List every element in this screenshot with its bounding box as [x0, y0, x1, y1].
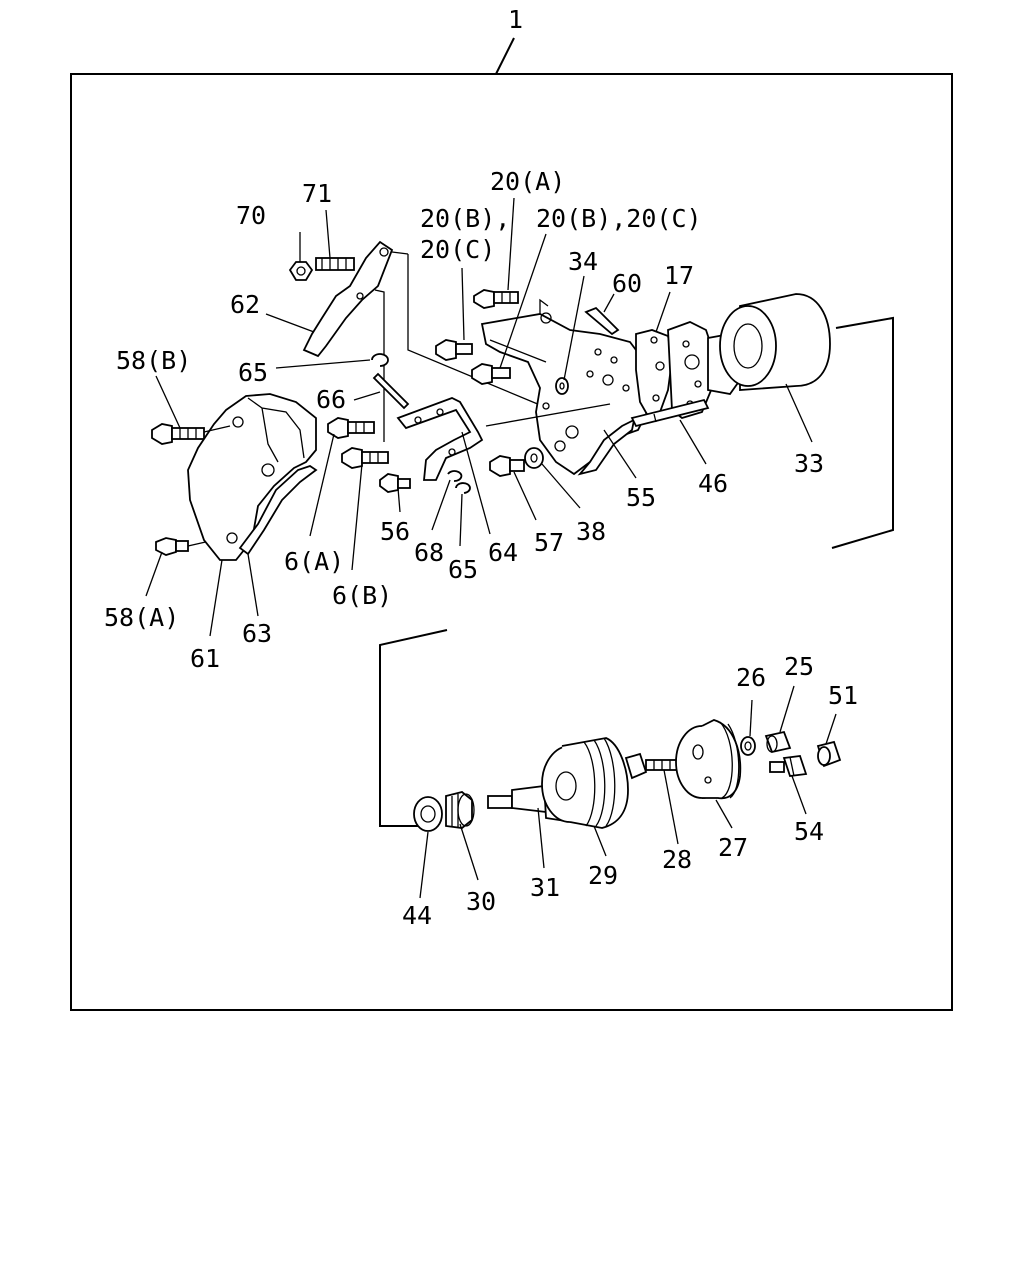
label-44: 44	[402, 901, 432, 930]
guide-lever-to-body	[407, 254, 541, 406]
part-30-spring	[445, 791, 475, 829]
part-63-gasket	[238, 465, 318, 556]
part-20bc-bolt-right	[471, 363, 511, 385]
label-28: 28	[662, 845, 692, 874]
part-71-bolt	[315, 257, 355, 271]
label-29: 29	[588, 861, 618, 890]
part-66-pin	[372, 372, 410, 410]
part-51-cap	[816, 740, 842, 768]
label-65-lower: 65	[448, 555, 478, 584]
label-70: 70	[236, 201, 266, 230]
label-55: 55	[626, 483, 656, 512]
part-68-washer	[447, 470, 463, 482]
label-65-upper: 65	[238, 358, 268, 387]
label-31: 31	[530, 873, 560, 902]
label-64: 64	[488, 538, 518, 567]
leader-1	[495, 37, 515, 75]
part-34-washer	[555, 377, 569, 395]
part-64-bracket	[396, 397, 484, 481]
part-57-bolt	[489, 455, 525, 477]
label-58b: 58(B)	[116, 346, 191, 375]
label-62: 62	[230, 290, 260, 319]
label-68: 68	[414, 538, 444, 567]
label-56: 56	[380, 517, 410, 546]
part-33-solenoid	[719, 293, 831, 391]
part-38-washer	[524, 447, 544, 469]
part-46-rod	[630, 398, 710, 428]
label-63: 63	[242, 619, 272, 648]
label-66: 66	[316, 385, 346, 414]
guide-axis-mid	[485, 403, 611, 427]
part-17-gasket	[635, 329, 673, 418]
part-65-clip-lower	[455, 482, 471, 494]
label-27: 27	[718, 833, 748, 862]
part-44-washer	[413, 796, 443, 832]
part-70-nut	[288, 261, 314, 281]
callout-labels: 1 70 71 62 58(B) 65 66 20(A) 20(B), 20(C…	[104, 5, 858, 930]
part-58a-bolt	[155, 537, 189, 556]
part-27-cap	[675, 719, 742, 800]
label-25: 25	[784, 652, 814, 681]
part-26-washer	[740, 736, 756, 756]
label-17: 17	[664, 261, 694, 290]
label-71: 71	[302, 179, 332, 208]
label-20bc-left-line2: 20(C)	[420, 235, 495, 264]
label-26: 26	[736, 663, 766, 692]
label-46: 46	[698, 469, 728, 498]
part-54-plug	[769, 755, 808, 777]
label-6a: 6(A)	[284, 547, 344, 576]
label-38: 38	[576, 517, 606, 546]
group-bracket-left	[379, 629, 448, 827]
label-20a: 20(A)	[490, 167, 565, 196]
label-34: 34	[568, 247, 598, 276]
part-20a-bolt	[473, 289, 519, 309]
label-1: 1	[508, 5, 523, 34]
part-20bc-bolt-left	[435, 339, 473, 361]
label-51: 51	[828, 681, 858, 710]
group-bracket-right	[831, 316, 894, 549]
label-33: 33	[794, 449, 824, 478]
part-29-pulley	[541, 737, 629, 829]
leader-lines	[145, 197, 837, 899]
label-30: 30	[466, 887, 496, 916]
part-62-lever	[302, 240, 394, 358]
part-58b-bolt	[151, 423, 205, 445]
label-58a: 58(A)	[104, 603, 179, 632]
guide-axis-58b	[203, 425, 231, 433]
assembly-frame	[70, 73, 953, 1011]
part-61-housing-cover	[187, 393, 317, 561]
label-20bc-right: 20(B),20(C)	[536, 204, 702, 233]
part-56-screw	[379, 473, 411, 493]
label-60: 60	[612, 269, 642, 298]
label-6b: 6(B)	[332, 581, 392, 610]
label-57: 57	[534, 528, 564, 557]
guide-axis-upper	[489, 339, 547, 363]
part-6b-bolt	[341, 447, 389, 469]
guide-lever-top	[374, 289, 385, 442]
leader-62-bracket	[391, 251, 409, 255]
part-6a-bolt	[327, 417, 375, 439]
part-25-sleeve	[764, 730, 792, 754]
part-65-clip-upper	[371, 353, 389, 367]
part-60-clip	[584, 306, 620, 336]
label-61: 61	[190, 644, 220, 673]
label-54: 54	[794, 817, 824, 846]
label-20bc-left-line1: 20(B),	[420, 204, 510, 233]
